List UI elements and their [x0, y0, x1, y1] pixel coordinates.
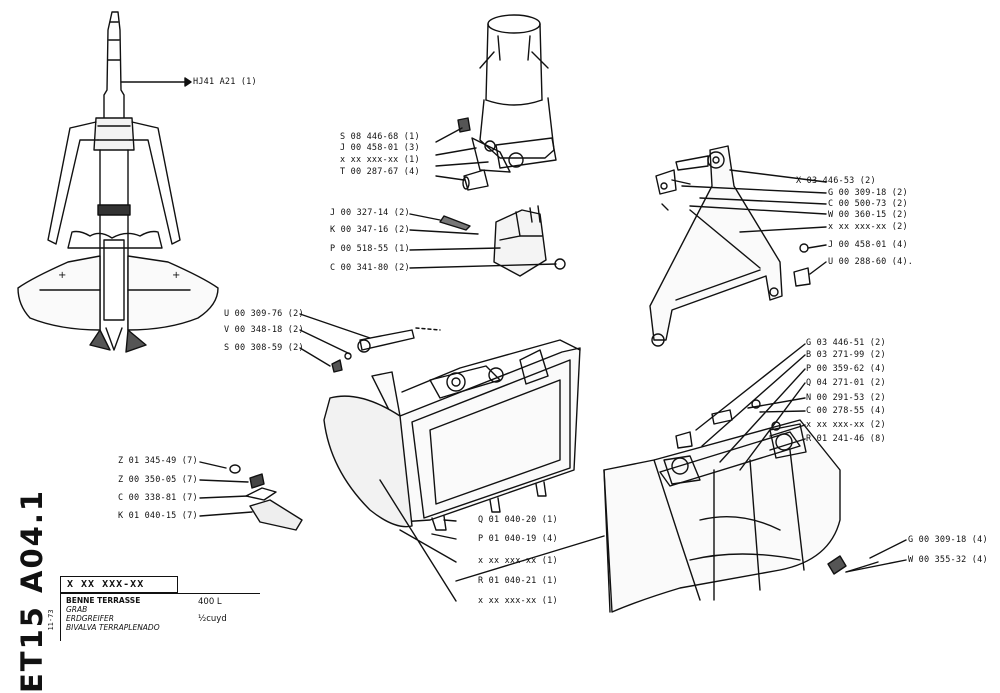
callout-shaft: HJ41 A21 (1)	[193, 77, 257, 87]
callout-right-bucket-4: Q 04 271-01 (2)	[806, 378, 886, 388]
callout-teeth-3: C 00 338-81 (7)	[118, 493, 198, 503]
bracket-illustration	[409, 205, 566, 277]
capacity-cuyd: ½cuyd	[198, 614, 227, 624]
callout-pin-left-1: U 00 309-76 (2)	[224, 309, 304, 319]
arm-illustration	[649, 145, 827, 347]
hub-casting-illustration	[435, 14, 557, 191]
callout-bracket-1: J 00 327-14 (2)	[330, 208, 410, 218]
callout-left-bucket-2: P 01 040-19 (4)	[478, 534, 558, 544]
callout-bracket-4: C 00 341-80 (2)	[330, 263, 410, 273]
date-code: 11-73	[47, 609, 55, 631]
part-number: X XX XXX-XX	[67, 579, 145, 590]
callout-left-bucket-1: Q 01 040-20 (1)	[478, 515, 558, 525]
callout-arm-4: W 00 360-15 (2)	[828, 210, 908, 220]
callout-bracket-2: K 00 347-16 (2)	[330, 225, 410, 235]
callout-right-pin-2: W 00 355-32 (4)	[908, 555, 988, 565]
capacity-liters: 400 L	[198, 597, 222, 607]
description-es: BIVALVA TERRAPLENADO	[66, 623, 160, 632]
callout-bracket-3: P 00 518-55 (1)	[330, 244, 410, 254]
callout-arm-2: G 00 309-18 (2)	[828, 188, 908, 198]
part-number-box: X XX XXX-XX	[60, 576, 178, 593]
callout-hub-1: S 08 446-68 (1)	[340, 132, 420, 142]
callout-teeth-1: Z 01 345-49 (7)	[118, 456, 198, 466]
callout-right-bucket-5: N 00 291-53 (2)	[806, 393, 886, 403]
description-de: ERDGREIFER	[66, 614, 114, 623]
callout-right-bucket-2: B 03 271-99 (2)	[806, 350, 886, 360]
callout-arm-7: U 00 288-60 (4).	[828, 257, 914, 267]
callout-arm-6: J 00 458-01 (4)	[828, 240, 908, 250]
callout-hub-2: J 00 458-01 (3)	[340, 143, 420, 153]
right-bucket-illustration	[603, 343, 907, 613]
callout-right-bucket-1: G 03 446-51 (2)	[806, 338, 886, 348]
left-bucket-illustration	[299, 313, 605, 602]
title-block-rule	[60, 593, 260, 594]
sheet-code: ET15 A04.1	[15, 488, 49, 693]
title-block-divider	[60, 593, 61, 641]
callout-arm-5: x xx xxx-xx (2)	[828, 222, 908, 232]
assembled-grab-illustration: + +	[17, 11, 219, 353]
description-en: GRAB	[66, 605, 88, 614]
callout-left-bucket-3: x xx xxx-xx (1)	[478, 556, 558, 566]
callout-pin-left-3: S 00 308-59 (2)	[224, 343, 304, 353]
callout-right-bucket-6: C 00 278-55 (4)	[806, 406, 886, 416]
description-fr: BENNE TERRASSE	[66, 596, 141, 605]
callout-right-pin-1: G 00 309-18 (4)	[908, 535, 988, 545]
callout-teeth-4: K 01 040-15 (7)	[118, 511, 198, 521]
callout-right-bucket-7: x xx xxx-xx (2)	[806, 420, 886, 430]
callout-teeth-2: Z 00 350-05 (7)	[118, 475, 198, 485]
svg-text:+: +	[58, 270, 66, 281]
callout-left-bucket-4: R 01 040-21 (1)	[478, 576, 558, 586]
callout-hub-4: T 00 287-67 (4)	[340, 167, 420, 177]
svg-text:+: +	[172, 270, 180, 281]
callout-pin-left-2: V 00 348-18 (2)	[224, 325, 304, 335]
callout-right-bucket-8: R 01 241-46 (8)	[806, 434, 886, 444]
callout-hub-3: x xx xxx-xx (1)	[340, 155, 420, 165]
teeth-illustration	[199, 461, 303, 531]
callout-left-bucket-5: x xx xxx-xx (1)	[478, 596, 558, 606]
callout-right-bucket-3: P 00 359-62 (4)	[806, 364, 886, 374]
callout-arm-1: X 03 446-53 (2)	[796, 176, 876, 186]
callout-arm-3: C 00 500-73 (2)	[828, 199, 908, 209]
